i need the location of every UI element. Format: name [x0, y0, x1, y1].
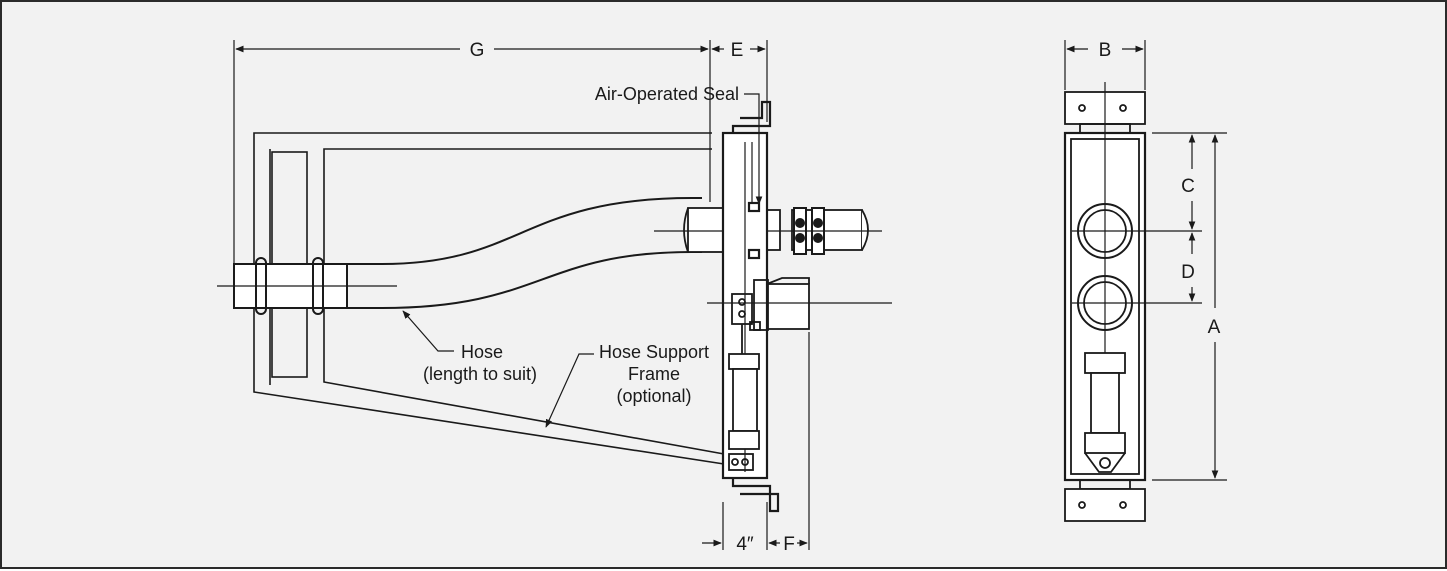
hose-callout-line1: Hose	[461, 342, 503, 362]
dimension-g-label: G	[470, 40, 485, 61]
dimension-lines-end	[1064, 40, 1227, 481]
dimension-c-label: C	[1181, 176, 1195, 197]
frame-callout-line2: Frame	[628, 364, 680, 384]
dimension-a-label: A	[1208, 317, 1221, 338]
lower-pipe	[749, 277, 810, 331]
end-view	[1063, 82, 1202, 522]
hose	[346, 197, 702, 309]
dimension-f-label: F	[783, 534, 795, 555]
actuator-cylinder	[728, 293, 760, 471]
dimension-lines-side	[233, 40, 810, 550]
side-view	[217, 100, 892, 513]
frame-callout-line3: (optional)	[616, 386, 691, 406]
upper-pipe	[683, 207, 869, 253]
frame-callout-line1: Hose Support	[599, 342, 709, 362]
dimension-e-label: E	[731, 40, 744, 61]
dimension-d-label: D	[1181, 262, 1195, 283]
dimension-b-label: B	[1099, 40, 1112, 61]
dimension-4in-label: 4″	[736, 534, 754, 555]
air-operated-seal-callout: Air-Operated Seal	[595, 84, 739, 104]
hose-callout-line2: (length to suit)	[423, 364, 537, 384]
